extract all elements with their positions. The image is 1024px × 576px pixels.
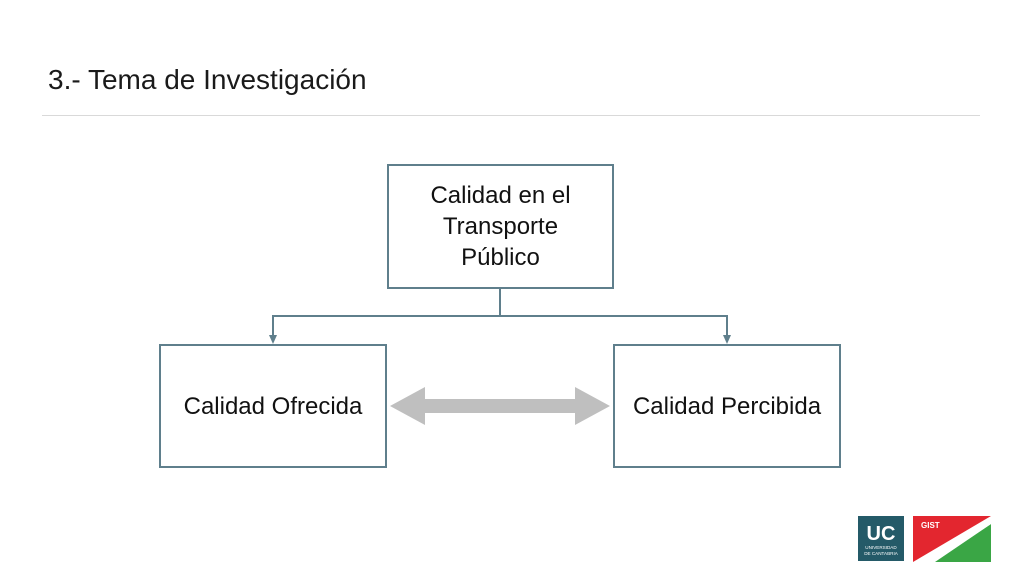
- node-calidad-transporte-publico: Calidad en el Transporte Público: [387, 164, 614, 289]
- node-right-label: Calidad Percibida: [632, 392, 822, 420]
- connector-top-to-left: [272, 289, 501, 336]
- svg-text:GIST: GIST: [921, 521, 940, 530]
- connector-top-to-right: [500, 315, 728, 336]
- node-calidad-ofrecida: Calidad Ofrecida: [159, 344, 387, 468]
- svg-text:UNIVERSIDAD: UNIVERSIDAD: [865, 545, 897, 550]
- node-calidad-percibida: Calidad Percibida: [613, 344, 841, 468]
- arrowhead-right: [723, 335, 731, 344]
- svg-text:DE CANTABRIA: DE CANTABRIA: [864, 551, 899, 556]
- node-top-label: Calidad en el Transporte Público: [430, 182, 571, 271]
- uc-logo: UC UNIVERSIDAD DE CANTABRIA: [858, 516, 904, 561]
- svg-text:UC: UC: [867, 523, 896, 545]
- arrowhead-left: [269, 335, 277, 344]
- double-arrow: [390, 387, 610, 425]
- gist-logo: GIST: [913, 516, 991, 562]
- node-left-label: Calidad Ofrecida: [183, 392, 363, 420]
- title-divider: [42, 115, 980, 116]
- slide-title: 3.- Tema de Investigación: [48, 64, 367, 95]
